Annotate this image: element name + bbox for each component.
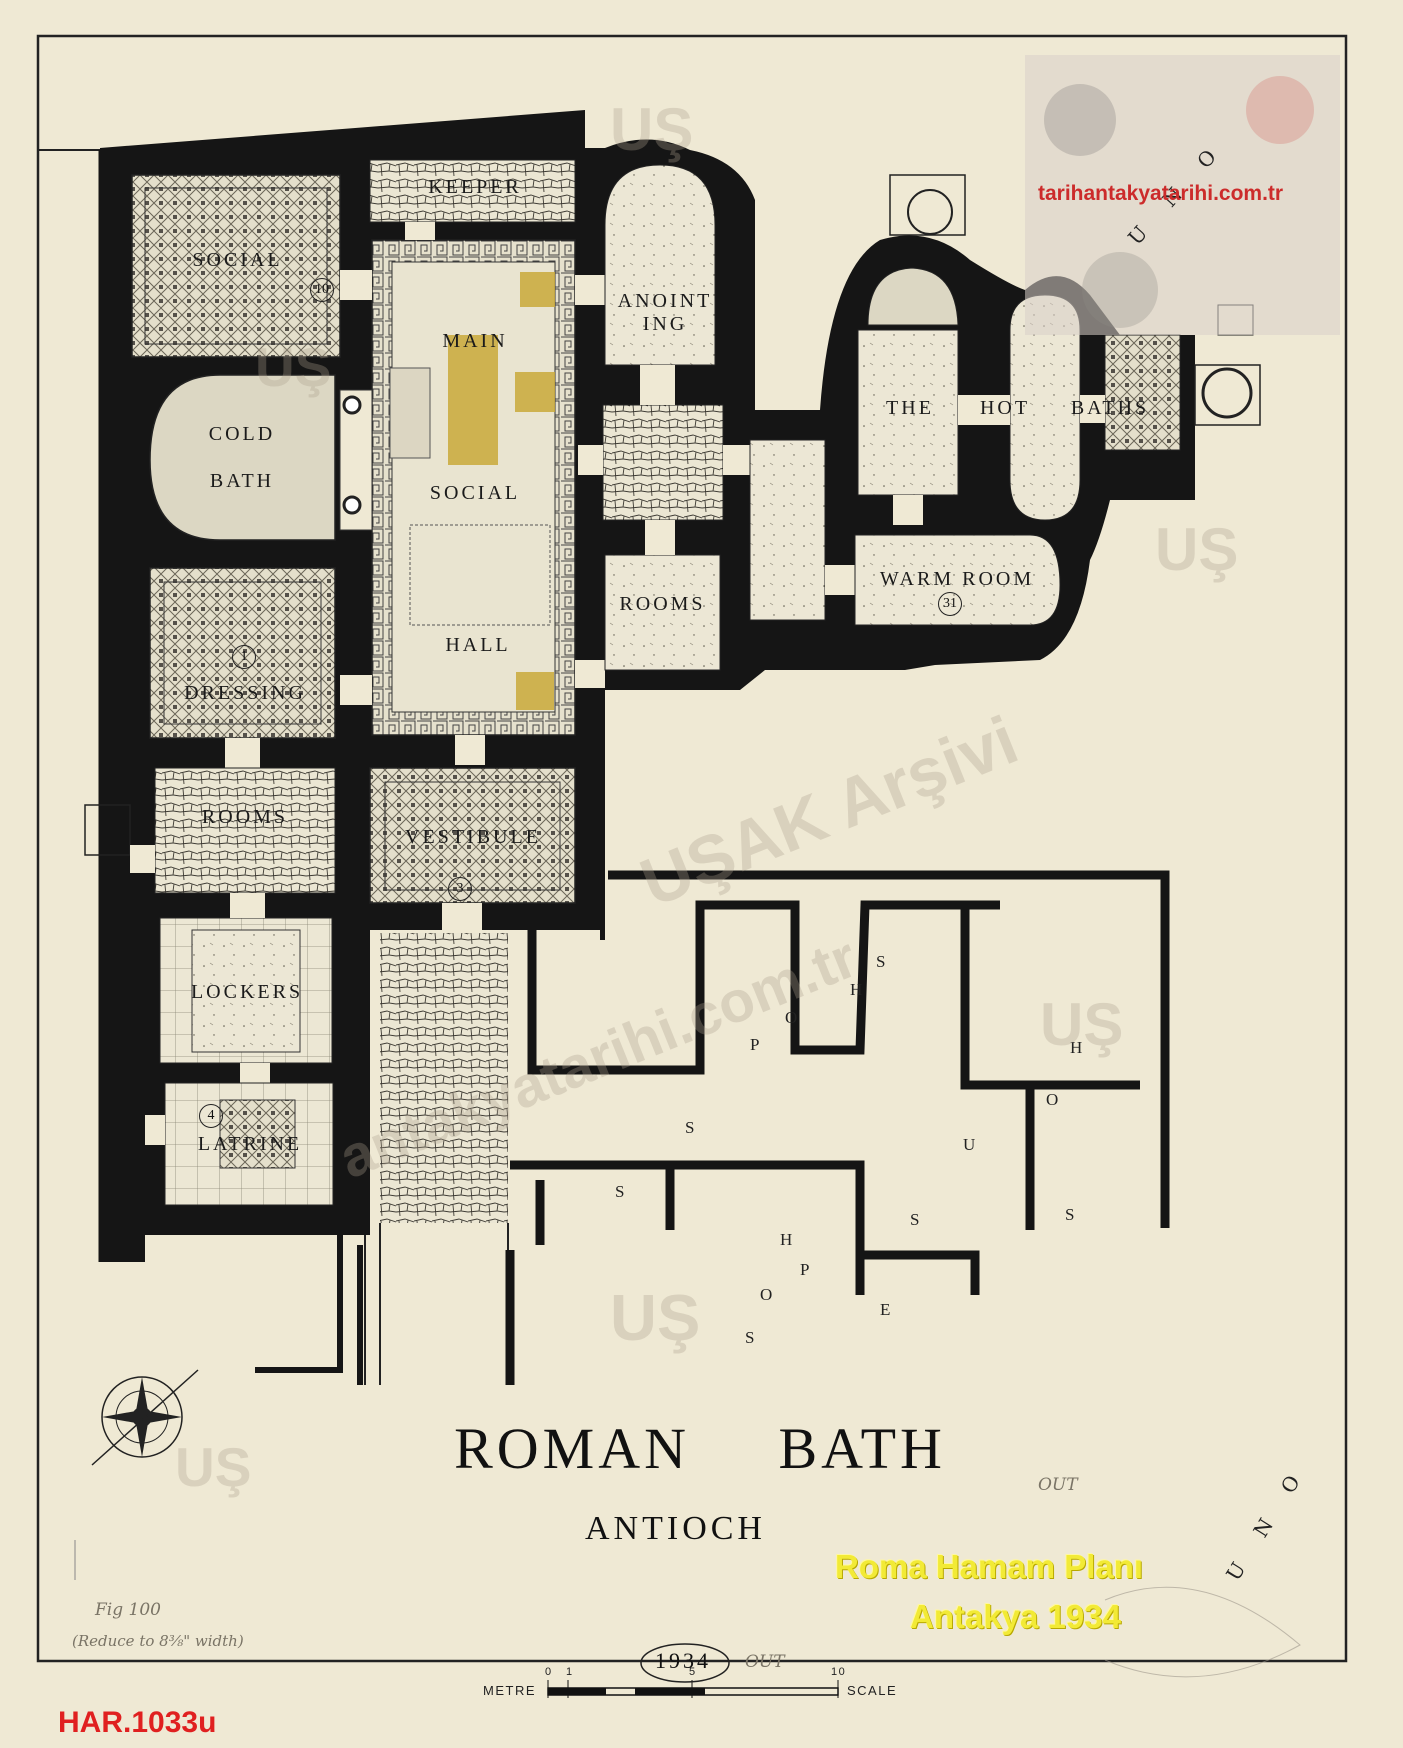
pencil-fig-line1: Fig 100 [95, 1600, 161, 1620]
scale-tick-10: 10 [831, 1666, 847, 1678]
cold-label: COLD [208, 423, 276, 445]
room-number-31: 31 [938, 592, 962, 616]
houses-1: H [1070, 1038, 1083, 1057]
houses-3: U [963, 1135, 976, 1154]
keeper-label: KEEPER [428, 176, 522, 198]
pencil-fig-line2: (Reduce to 8⅜" width) [72, 1632, 244, 1650]
scale-tick-0: 0 [545, 1666, 553, 1678]
lockers-label: LOCKERS [190, 981, 304, 1003]
scale-tick-5: 5 [689, 1666, 697, 1678]
scale-bar [547, 1680, 839, 1698]
overlay-title-line2: Antakya 1934 [910, 1598, 1121, 1635]
vestibule-label: VESTIBULE [405, 826, 541, 848]
shops-upper-4: P [750, 1035, 760, 1054]
houses-2: O [1046, 1090, 1059, 1109]
social-room-label: SOCIAL [192, 249, 283, 271]
overlay-title-line1: Roma Hamam Planı [835, 1548, 1144, 1585]
shops-upper-5: S [685, 1118, 695, 1137]
room-number-4: 4 [199, 1104, 223, 1128]
houses-6: S [1065, 1205, 1075, 1224]
plan-title: ROMAN BATH [454, 1416, 946, 1481]
shops-lower-5: S [745, 1328, 755, 1347]
latrine-label: LATRINE [197, 1133, 303, 1155]
dressing-label: DRESSING [184, 682, 306, 704]
houses-4: S [910, 1210, 920, 1229]
room-number-3: 3 [448, 877, 472, 901]
scale-tick-1: 1 [566, 1666, 574, 1678]
room-number-10: 10 [310, 278, 334, 302]
warm-room-label: WARM ROOM [879, 568, 1035, 590]
shops-lower-4: P [800, 1260, 810, 1279]
compass-icon [91, 1369, 199, 1466]
shops-upper-1: S [876, 952, 886, 971]
shops-upper-2: H [850, 980, 863, 999]
scale-metre-label: METRE [483, 1683, 536, 1698]
archive-code: HAR.1033u [58, 1706, 217, 1739]
rooms-left-label: ROOMS [201, 806, 289, 828]
rooms-center-label: ROOMS [619, 593, 706, 615]
hot-label-baths: BATHS [1070, 397, 1150, 419]
site-watermark-text: tarihantakyatarihi.com.tr [1038, 182, 1284, 205]
hall-label: HALL [445, 634, 511, 656]
shops-lower-3: O [760, 1285, 773, 1304]
houses-5: E [880, 1300, 891, 1319]
social-hall-label: SOCIAL [429, 482, 521, 504]
hot-label-the: THE [886, 397, 934, 419]
anointing-label-line2: ING [642, 313, 688, 335]
shops-upper-3: O [785, 1008, 798, 1027]
hot-label-hot: HOT [979, 397, 1031, 419]
anointing-label-line1: ANOINT [617, 290, 713, 312]
shops-lower-1: S [615, 1182, 625, 1201]
plan-year: 1934 [655, 1648, 711, 1673]
pencil-out-1: OUT [745, 1652, 785, 1672]
plan-subtitle: ANTIOCH [585, 1510, 766, 1547]
room-number-1: 1 [232, 645, 256, 669]
main-label: MAIN [442, 330, 508, 352]
bath-label: BATH [209, 470, 275, 492]
scale-label: SCALE [847, 1683, 898, 1698]
pencil-out-2: OUT [1038, 1475, 1078, 1495]
shops-lower-2: H [780, 1230, 793, 1249]
